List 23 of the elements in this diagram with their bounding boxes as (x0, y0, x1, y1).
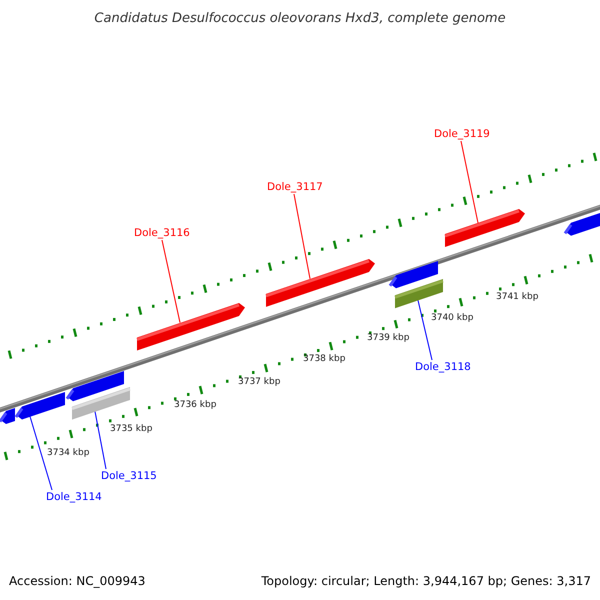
leader-line (94, 410, 106, 470)
leader-line (162, 240, 180, 324)
leader-line (460, 140, 478, 224)
scale-label: 3734 kbp (47, 448, 90, 459)
gene-label: Dole_3119 (434, 127, 488, 141)
scale-label: 3740 kbp (431, 313, 474, 324)
leader-line (294, 194, 310, 280)
gene-label: Dole_3114 (46, 490, 100, 504)
leader-line (30, 416, 52, 490)
leader-line (418, 300, 432, 360)
scale-label: 3738 kbp (303, 354, 346, 365)
gene-label: Dole_3117 (267, 180, 321, 194)
scale-label: 3736 kbp (174, 400, 216, 411)
scale-label: 3741 kbp (496, 292, 538, 303)
scale-label: 3735 kbp (110, 424, 152, 435)
gene-label: Dole_3118 (415, 360, 469, 374)
scale-label: 3737 kbp (238, 377, 280, 388)
gene-label: Dole_3116 (134, 226, 188, 240)
accession-text: Accession: NC_009943 (9, 573, 146, 589)
scale-label: 3739 kbp (367, 333, 410, 344)
gene-label: Dole_3115 (101, 469, 155, 483)
genome-info-text: Topology: circular; Length: 3,944,167 bp; Genes: 3,317 (261, 573, 591, 589)
title: Candidatus Desulfococcus oleovorans Hxd3, complete genome (93, 10, 507, 28)
